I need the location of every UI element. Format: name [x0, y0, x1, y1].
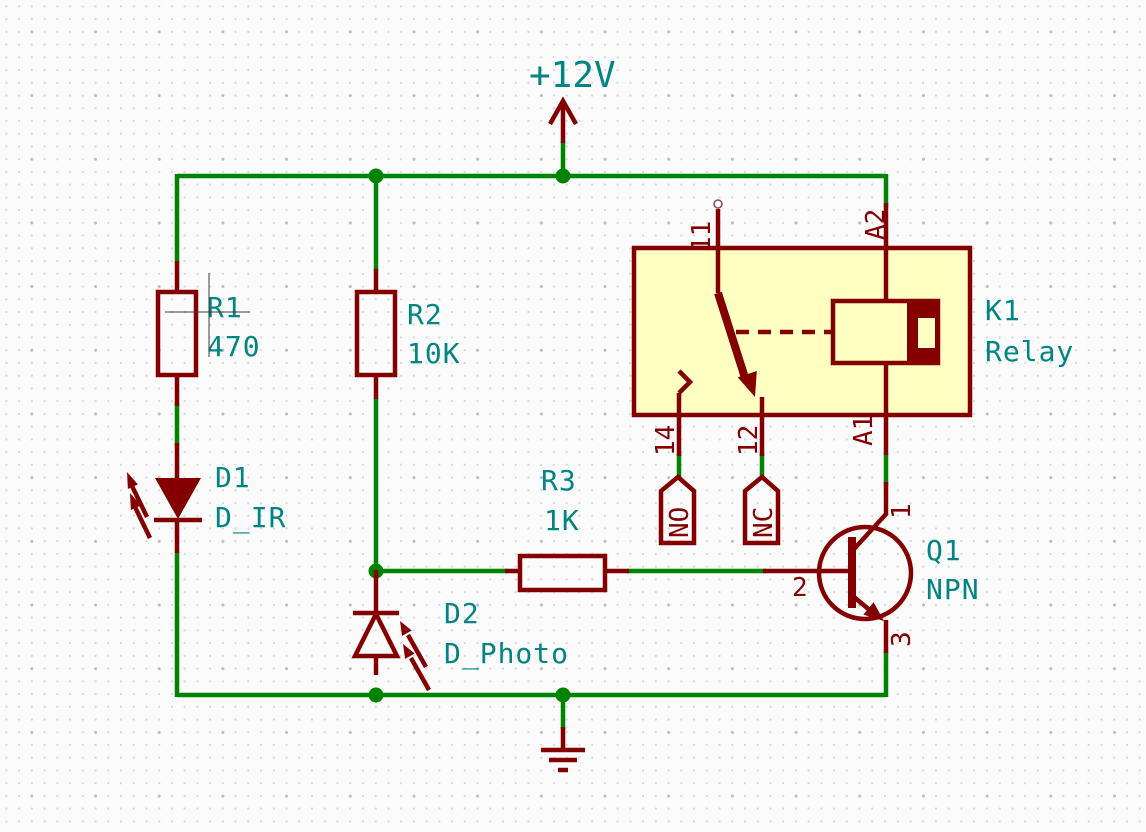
k1-pin11-number[interactable]: 11	[687, 221, 717, 252]
k1-pin12-number[interactable]: 12	[734, 425, 764, 456]
resistor-r3[interactable]: R3 1K	[505, 464, 629, 593]
q1-value[interactable]: NPN	[926, 573, 980, 606]
d1-value[interactable]: D_IR	[215, 501, 286, 535]
nc-label-text[interactable]: NC	[749, 507, 779, 538]
k1-switch-lever-arrow	[737, 371, 757, 397]
k1-value[interactable]: Relay	[985, 335, 1074, 368]
junction-dot	[555, 687, 571, 703]
r1-value[interactable]: 470	[207, 330, 261, 363]
d2-recv-arrow-1-head	[400, 621, 412, 636]
resistor-r2[interactable]: R2 10K	[354, 269, 461, 399]
junction-dot	[555, 168, 571, 184]
no-label-outline[interactable]	[658, 474, 697, 546]
crosshair-cursor	[165, 273, 250, 357]
vcc-label[interactable]: +12V	[529, 55, 616, 96]
d2-ref[interactable]: D2	[444, 597, 480, 630]
k1-no-contact-triangle	[677, 369, 694, 395]
k1-coil-core-notch	[918, 318, 935, 348]
k1-switch-lever[interactable]	[714, 291, 750, 383]
q1-pin2-number[interactable]: 2	[792, 573, 808, 603]
q1-base-bar	[848, 537, 856, 608]
d1-ref[interactable]: D1	[215, 461, 251, 494]
d1-emit-arrow-2-shaft	[132, 506, 153, 539]
d2-recv-arrow-2-head	[403, 644, 415, 659]
no-label-text[interactable]: NO	[665, 507, 695, 538]
q1-ref[interactable]: Q1	[926, 534, 962, 567]
power-symbol-12v[interactable]: +12V	[529, 55, 616, 143]
junction-dot	[368, 168, 384, 184]
d1-triangle[interactable]	[155, 478, 201, 519]
k1-ref[interactable]: K1	[985, 294, 1021, 327]
q1-collector-diag	[852, 511, 889, 551]
net-label-nc[interactable]: NC	[742, 474, 781, 546]
nc-label-outline[interactable]	[742, 474, 781, 546]
k1-pin14-number[interactable]: 14	[651, 425, 681, 456]
r1-ref[interactable]: R1	[207, 291, 243, 324]
transistor-q1[interactable]: 1 2 3 Q1 NPN	[763, 482, 980, 653]
k1-pin11-end-circle	[713, 199, 723, 209]
vcc-arrow-head	[548, 96, 578, 126]
r2-ref[interactable]: R2	[407, 298, 443, 331]
d2-recv-arrow-2-shaft	[409, 656, 431, 692]
q1-emitter-arrow	[863, 602, 884, 621]
r2-value[interactable]: 10K	[407, 337, 461, 370]
q1-pin3-number[interactable]: 3	[887, 631, 917, 647]
net-label-no[interactable]: NO	[658, 474, 697, 546]
diode-d2-photo[interactable]: D2 D_Photo	[351, 570, 569, 692]
d1-emit-arrow-1-head	[127, 472, 138, 489]
relay-k1[interactable]: 11 A2 14 12 A1 K1 Relay	[631, 199, 1074, 456]
ground-symbol[interactable]	[541, 727, 585, 773]
d1-emit-arrow-1-shaft	[129, 485, 150, 518]
k1-pinA2-number[interactable]: A2	[861, 209, 891, 240]
r3-ref[interactable]: R3	[541, 464, 577, 497]
d2-recv-arrow-1-shaft	[406, 633, 428, 669]
r3-body[interactable]	[517, 553, 608, 593]
r2-body[interactable]	[354, 289, 398, 378]
r3-value[interactable]: 1K	[544, 504, 580, 537]
diode-d1-ir-led[interactable]: D1 D_IR	[127, 443, 286, 553]
r1-body[interactable]	[155, 289, 199, 378]
d2-triangle[interactable]	[351, 608, 401, 659]
q1-pin1-number[interactable]: 1	[887, 503, 917, 519]
d2-value[interactable]: D_Photo	[444, 637, 569, 671]
junction-dot	[368, 687, 384, 703]
d1-emit-arrow-2-head	[130, 493, 141, 510]
resistor-r1[interactable]: R1 470	[155, 261, 261, 406]
k1-pinA1-number[interactable]: A1	[849, 415, 879, 446]
